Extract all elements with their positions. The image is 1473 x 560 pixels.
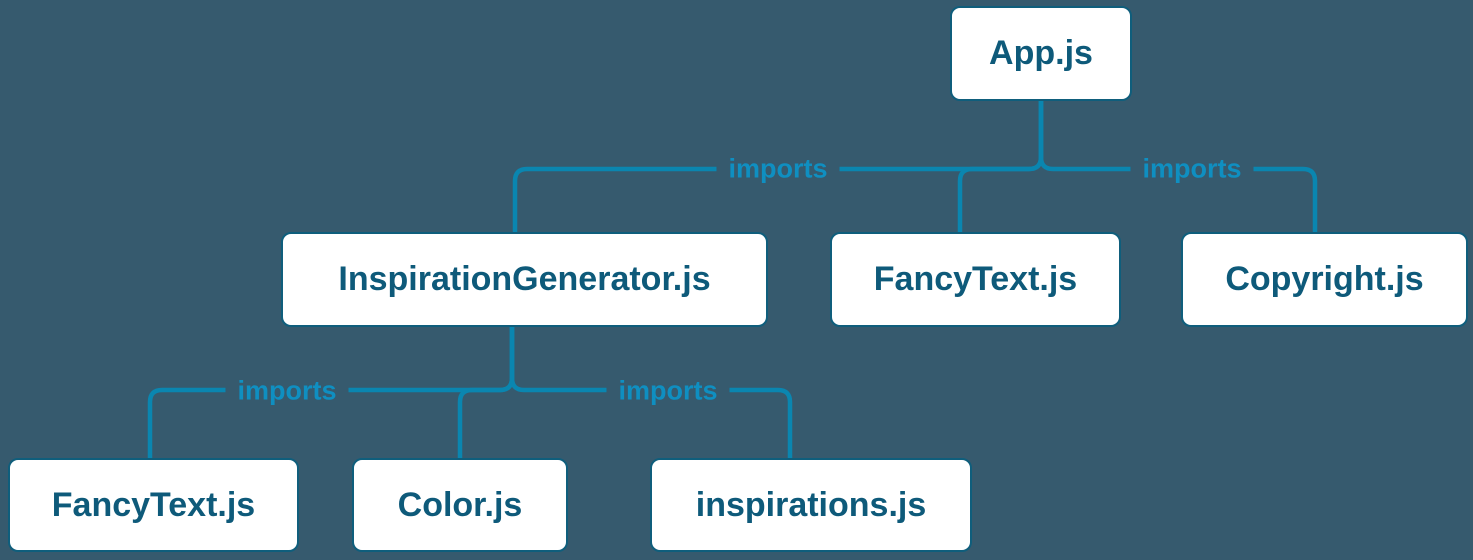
node-app-js-label: App.js — [989, 34, 1093, 72]
edge-ig-to-color — [457, 324, 515, 461]
node-fancy-text-js-bottom-label: FancyText.js — [51, 485, 256, 524]
node-fancy-text-js-top: FancyText.js — [830, 232, 1121, 327]
node-inspirations-js-label: inspirations.js — [695, 485, 927, 524]
node-inspirations-js: inspirations.js — [650, 458, 972, 552]
node-fancy-text-js-bottom: FancyText.js — [8, 458, 299, 552]
edge-label-imports-app-left: imports — [716, 151, 840, 187]
node-inspiration-generator-js: InspirationGenerator.js — [281, 232, 768, 327]
edge-app-to-fancy-text — [957, 98, 1044, 235]
node-color-js-label: Color.js — [397, 485, 523, 524]
edge-label-imports-ig-right: imports — [606, 373, 730, 409]
node-copyright-js-label: Copyright.js — [1225, 260, 1424, 298]
node-fancy-text-js-top-label: FancyText.js — [873, 260, 1078, 298]
node-color-js: Color.js — [352, 458, 568, 552]
edge-label-imports-app-right: imports — [1130, 151, 1254, 187]
node-app-js: App.js — [950, 6, 1132, 101]
node-copyright-js: Copyright.js — [1181, 232, 1468, 327]
edge-label-imports-ig-left: imports — [225, 373, 349, 409]
node-inspiration-generator-js-label: InspirationGenerator.js — [338, 260, 711, 298]
